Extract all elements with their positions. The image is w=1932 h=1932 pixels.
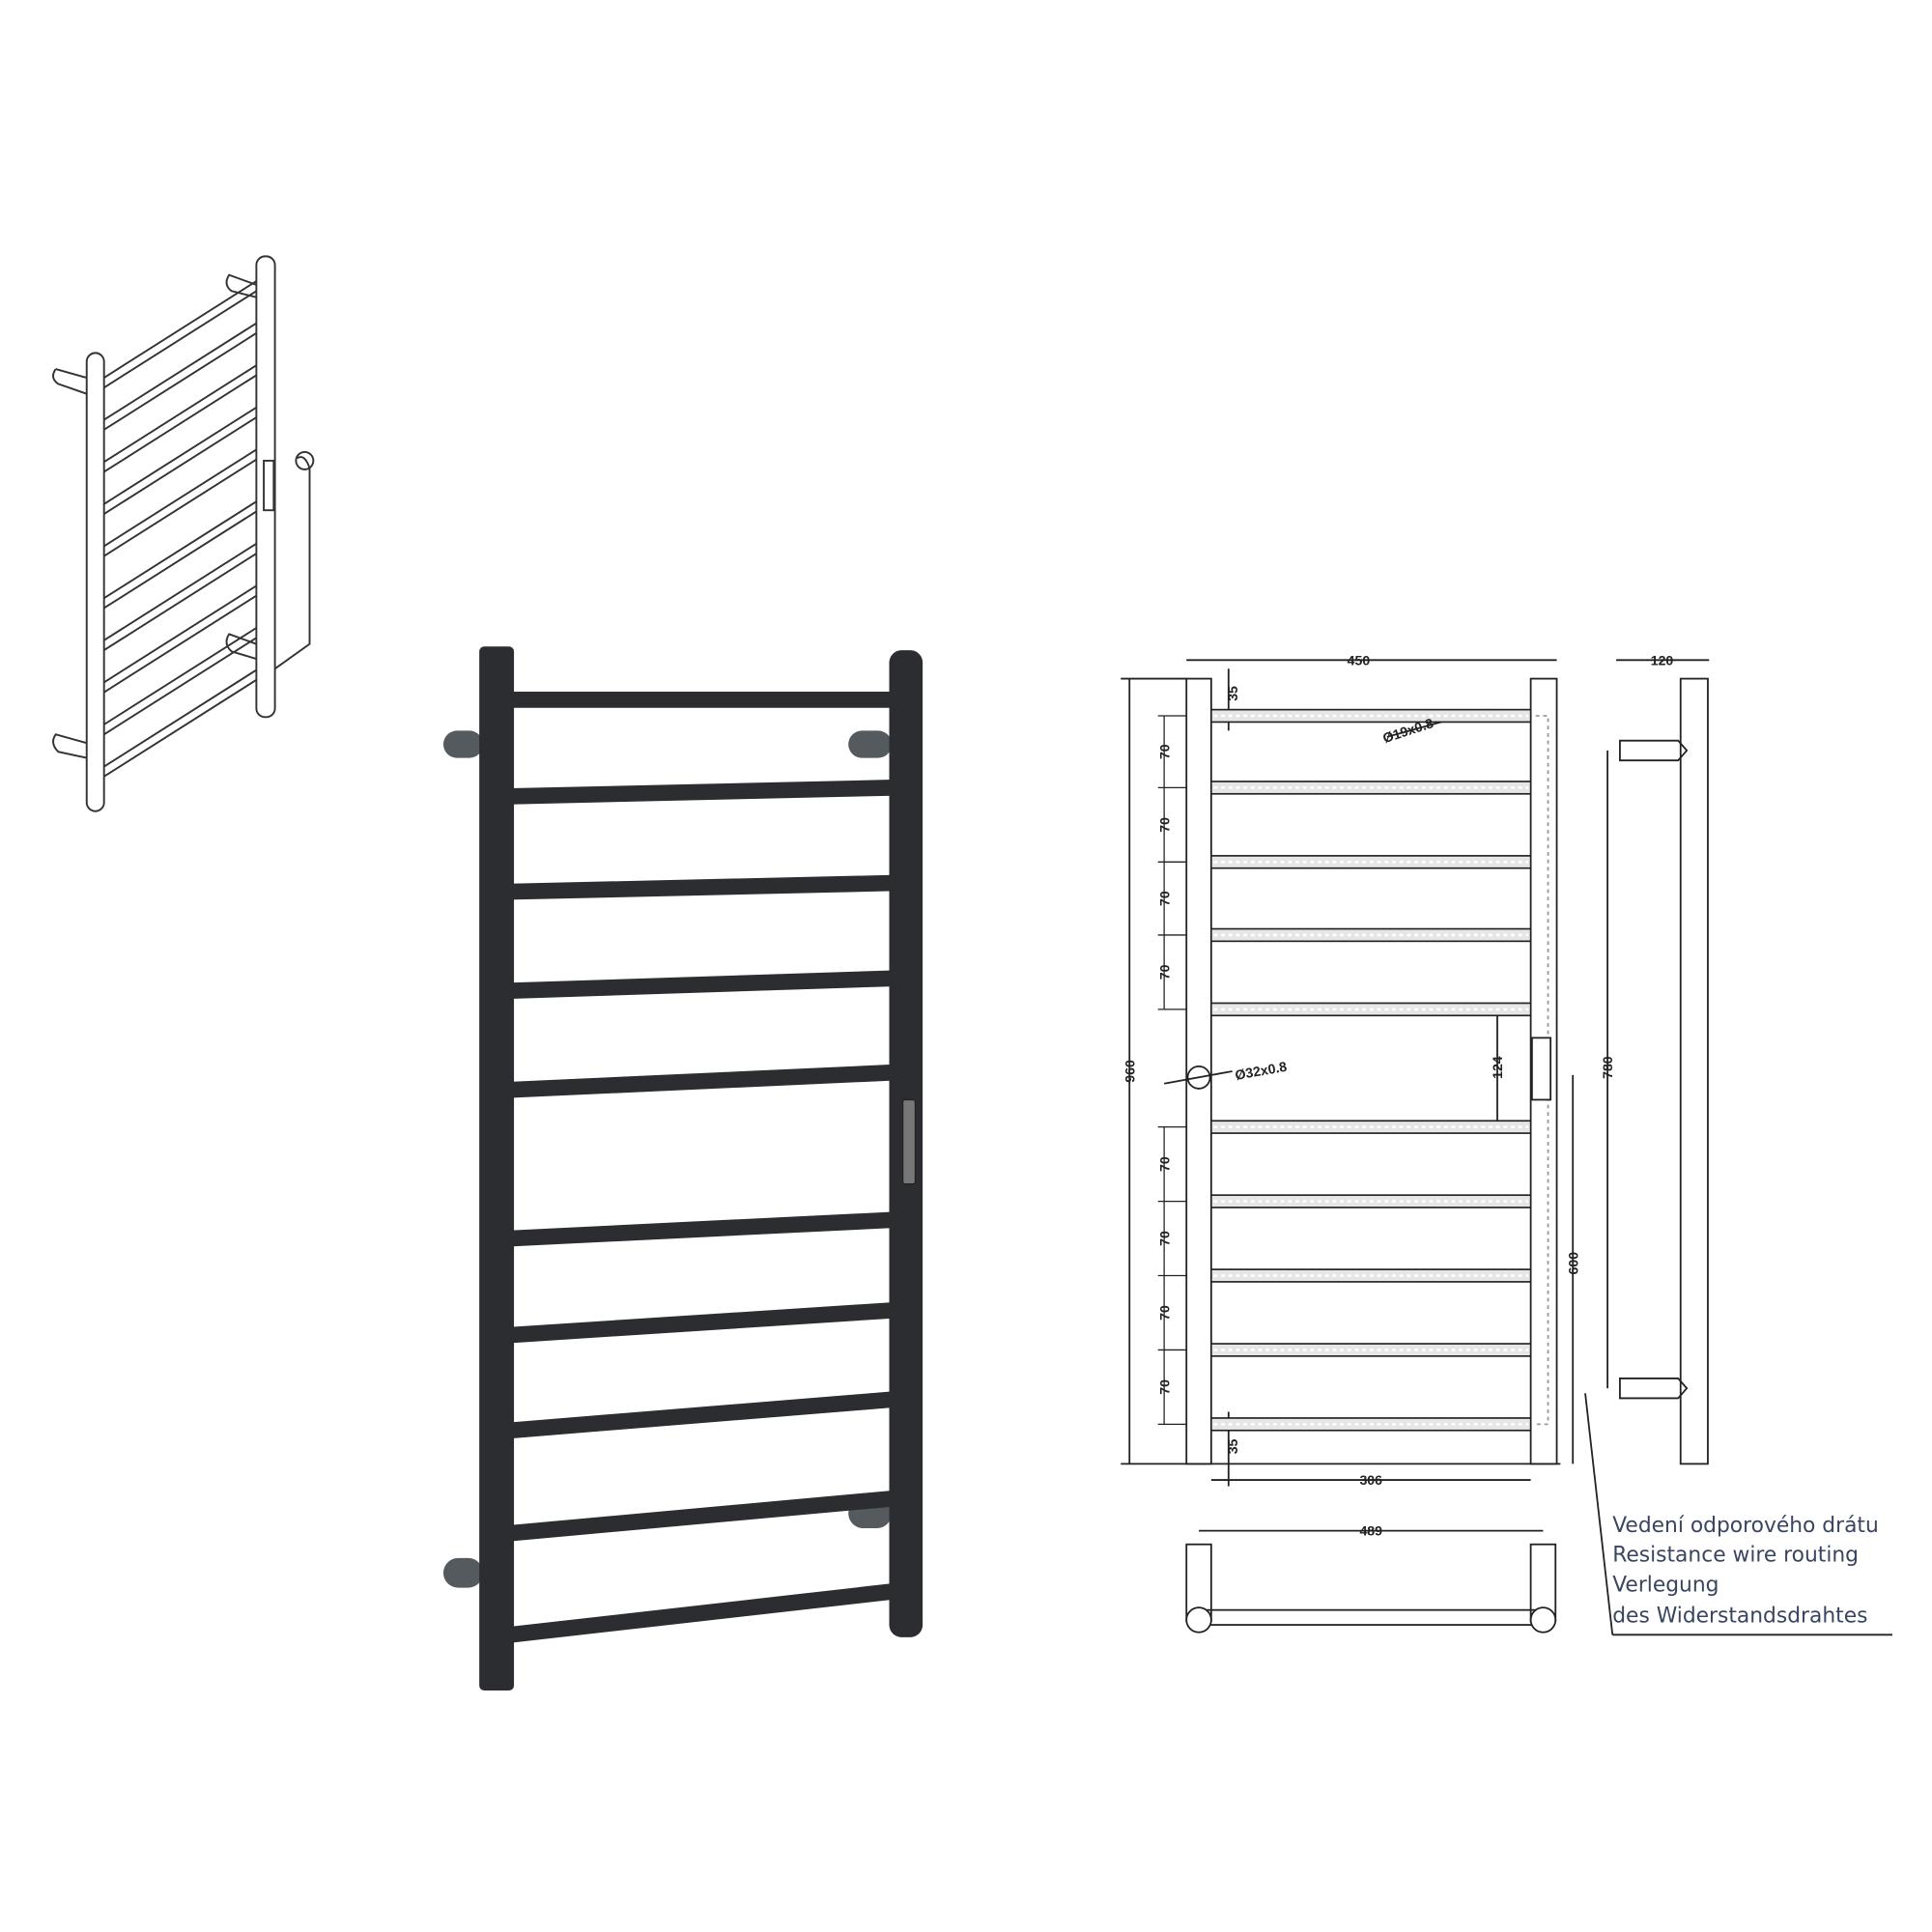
dim-top-offset: 35 (1225, 686, 1240, 701)
rack-rung (501, 1064, 901, 1098)
dim-rung-spacing: 70 (1156, 1156, 1172, 1172)
iso-rung (103, 406, 257, 515)
dim-overall-height: 960 (1122, 1060, 1137, 1083)
iso-rung (103, 543, 257, 651)
dim-rung-spacing: 70 (1156, 964, 1172, 980)
rack-rung (501, 780, 901, 805)
iso-rung (103, 668, 257, 778)
wall-bracket (442, 1557, 483, 1588)
annotation-line-de-2: des Widerstandsdrahtes (1612, 1604, 1867, 1628)
leader-post (1163, 1070, 1233, 1085)
side-view-bracket (1619, 739, 1689, 762)
rack-rung (501, 1211, 901, 1247)
rung-spacing-dimensions: 70 70 70 70 70 70 70 70 (1156, 715, 1187, 1426)
isometric-sketch (52, 255, 315, 812)
dim-rung-spacing: 70 (1156, 1305, 1172, 1321)
bottom-view-rung (1198, 1608, 1545, 1626)
dim-rung-spacing: 70 (1156, 744, 1172, 759)
wall-bracket (848, 730, 893, 758)
iso-left-post (85, 352, 105, 812)
dim-wire-height: 600 (1565, 1252, 1580, 1275)
dim-bottom-width: 489 (1359, 1523, 1382, 1539)
dim-gap: 124 (1490, 1056, 1505, 1079)
iso-bracket (225, 633, 257, 660)
dim-rung-spacing: 70 (1156, 1231, 1172, 1246)
rack-rung (501, 1302, 901, 1344)
front-view-drawing (1121, 659, 1892, 1636)
annotation-line-de-1: Verlegung (1612, 1573, 1719, 1597)
dim-bottom-offset: 35 (1225, 1438, 1240, 1454)
dim-overall-width: 450 (1348, 652, 1371, 668)
iso-rung (103, 500, 257, 610)
iso-rung (103, 280, 257, 389)
rendered-rack (442, 646, 923, 1691)
iso-bracket (225, 273, 257, 298)
iso-plug (295, 450, 315, 470)
annotation-line-en: Resistance wire routing (1612, 1544, 1859, 1568)
bottom-view-tube-end (1185, 1606, 1212, 1634)
wall-bracket (442, 730, 483, 758)
dim-rung-spacing: 70 (1156, 1379, 1172, 1395)
iso-bracket (52, 733, 88, 759)
post-section-circle (1186, 1065, 1211, 1090)
rack-rung (501, 874, 901, 900)
iso-rung (103, 627, 257, 736)
front-view-rungs (1210, 708, 1532, 1432)
dim-bracket-spacing: 780 (1600, 1056, 1615, 1079)
dim-rung-spacing: 70 (1156, 891, 1172, 906)
front-switch (1531, 1037, 1552, 1101)
iso-rung (103, 364, 257, 473)
side-view-post (1679, 677, 1709, 1465)
rack-rung (501, 1391, 901, 1439)
dim-rung-spacing: 70 (1156, 817, 1172, 833)
annotation-line-cz: Vedení odporového drátu (1612, 1514, 1879, 1538)
iso-bracket (52, 368, 88, 395)
dim-depth: 120 (1651, 652, 1674, 668)
iso-cable (274, 456, 311, 670)
dim-post-tube: Ø32x0.8 (1234, 1059, 1288, 1083)
bottom-view-tube-end (1529, 1606, 1557, 1634)
rack-switch (901, 1098, 917, 1185)
iso-rung (103, 448, 257, 557)
rack-rung (501, 1583, 901, 1643)
iso-rung (103, 322, 257, 431)
rack-rung (501, 970, 901, 999)
leader-annotation (1584, 1393, 1614, 1635)
rack-rung (501, 1490, 901, 1542)
iso-switch (263, 459, 275, 512)
iso-rung (103, 584, 257, 694)
dim-inner-width: 306 (1359, 1472, 1382, 1488)
side-view-bracket (1619, 1378, 1689, 1400)
